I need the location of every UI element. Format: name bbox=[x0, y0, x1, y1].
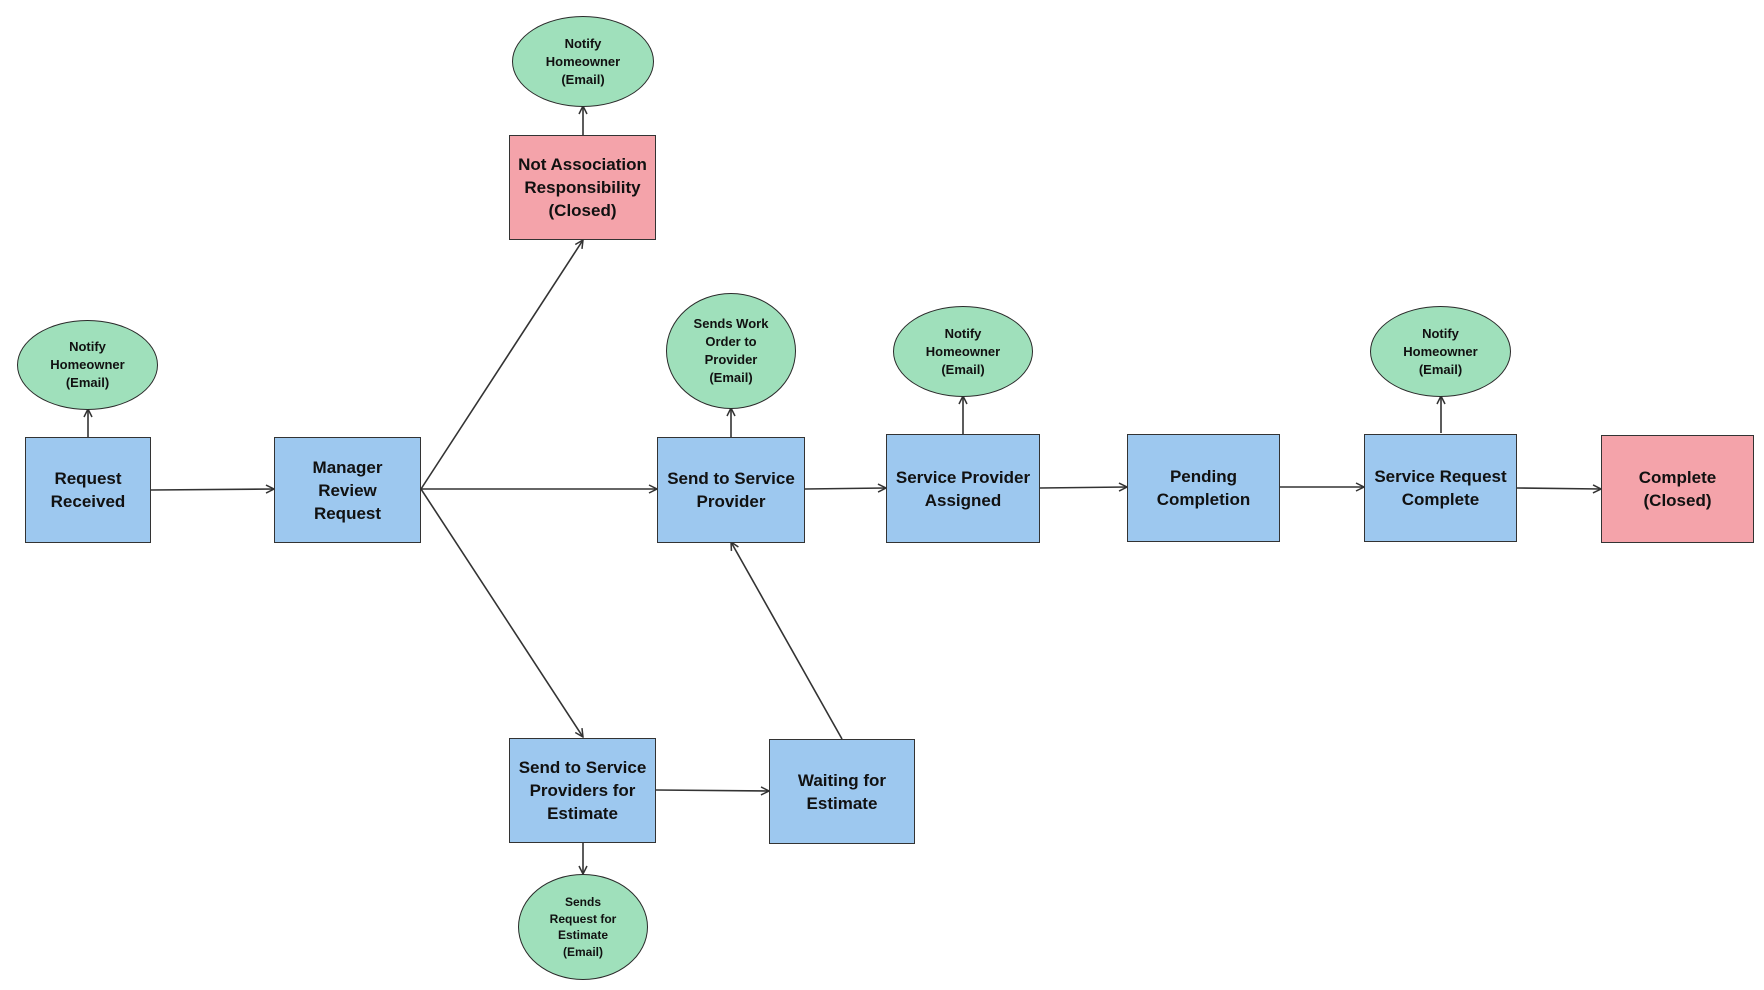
not-association-label: Not Association Responsibility (Closed) bbox=[518, 155, 647, 220]
notify-not-association-email-label: Notify Homeowner (Email) bbox=[545, 35, 621, 87]
not-association-closed-box: Not Association Responsibility (Closed) bbox=[509, 135, 656, 240]
request-received-box: Request Received bbox=[25, 437, 151, 543]
notify-not-association-email-oval: Notify Homeowner (Email) bbox=[512, 16, 654, 107]
arrow-assigned-to-pending bbox=[1039, 487, 1127, 488]
send-for-estimate-box: Send to Service Providers for Estimate bbox=[509, 738, 656, 843]
notify-assigned-email-oval: Notify Homeowner (Email) bbox=[893, 306, 1033, 397]
waiting-for-estimate-label: Waiting for Estimate bbox=[797, 770, 887, 813]
pending-completion-box: Pending Completion bbox=[1127, 434, 1280, 542]
provider-assigned-box: Service Provider Assigned bbox=[886, 434, 1040, 543]
waiting-for-estimate-box: Waiting for Estimate bbox=[769, 739, 915, 844]
manager-review-box: Manager Review Request bbox=[274, 437, 421, 543]
arrow-send-estimate-to-waiting bbox=[655, 790, 769, 791]
notify-received-email-oval: Notify Homeowner (Email) bbox=[17, 320, 158, 410]
send-to-provider-box: Send to Service Provider bbox=[657, 437, 805, 543]
service-request-complete-box: Service Request Complete bbox=[1364, 434, 1517, 542]
manager-review-label: Manager Review Request bbox=[312, 457, 383, 523]
arrow-manager-to-send-estimate bbox=[420, 488, 583, 737]
notify-assigned-email-label: Notify Homeowner (Email) bbox=[925, 325, 1001, 377]
complete-closed-label: Complete (Closed) bbox=[1638, 468, 1717, 510]
arrow-received-to-manager bbox=[150, 489, 274, 490]
arrow-waiting-to-send-provider bbox=[731, 542, 843, 740]
estimate-request-email-label: Sends Request for Estimate (Email) bbox=[549, 895, 617, 959]
complete-closed-box: Complete (Closed) bbox=[1601, 435, 1754, 543]
request-received-label: Request Received bbox=[50, 469, 126, 511]
notify-complete-email-label: Notify Homeowner (Email) bbox=[1403, 325, 1478, 377]
send-for-estimate-label: Send to Service Providers for Estimate bbox=[518, 758, 647, 823]
arrow-complete-to-closed bbox=[1516, 488, 1601, 489]
send-to-provider-label: Send to Service Provider bbox=[667, 469, 795, 511]
pending-completion-label: Pending Completion bbox=[1156, 467, 1251, 509]
notify-received-email-label: Notify Homeowner (Email) bbox=[50, 339, 125, 390]
estimate-request-email-oval: Sends Request for Estimate (Email) bbox=[518, 874, 648, 980]
notify-complete-email-oval: Notify Homeowner (Email) bbox=[1370, 306, 1511, 397]
work-order-email-label: Sends Work Order to Provider (Email) bbox=[693, 316, 769, 385]
work-order-email-oval: Sends Work Order to Provider (Email) bbox=[666, 293, 796, 409]
provider-assigned-label: Service Provider Assigned bbox=[895, 467, 1031, 510]
arrow-send-provider-to-assigned bbox=[804, 488, 886, 489]
arrow-manager-to-not-association bbox=[420, 240, 583, 490]
service-request-complete-label: Service Request Complete bbox=[1374, 467, 1507, 509]
